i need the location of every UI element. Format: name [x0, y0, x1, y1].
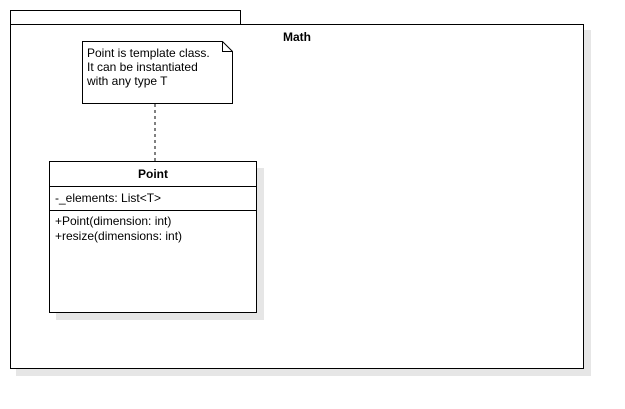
- package-title: Math: [283, 30, 311, 44]
- class-attribute: -_elements: List<T>: [55, 191, 162, 205]
- package-tab: [10, 10, 241, 25]
- note-connector: [154, 104, 156, 162]
- note-text: Point is template class. It can be insta…: [87, 46, 210, 88]
- class-point[interactable]: Point -_elements: List<T> +Point(dimensi…: [49, 161, 257, 313]
- note-line: Point is template class.: [87, 46, 210, 60]
- class-divider: [50, 186, 256, 187]
- class-operation: +Point(dimension: int): [55, 214, 172, 228]
- note-line: with any type T: [87, 74, 168, 88]
- note-shape: [82, 41, 233, 104]
- class-divider: [50, 210, 256, 211]
- note-line: It can be instantiated: [87, 60, 198, 74]
- class-name: Point: [138, 167, 168, 181]
- class-operation: +resize(dimensions: int): [55, 229, 183, 243]
- note[interactable]: Point is template class. It can be insta…: [82, 41, 233, 104]
